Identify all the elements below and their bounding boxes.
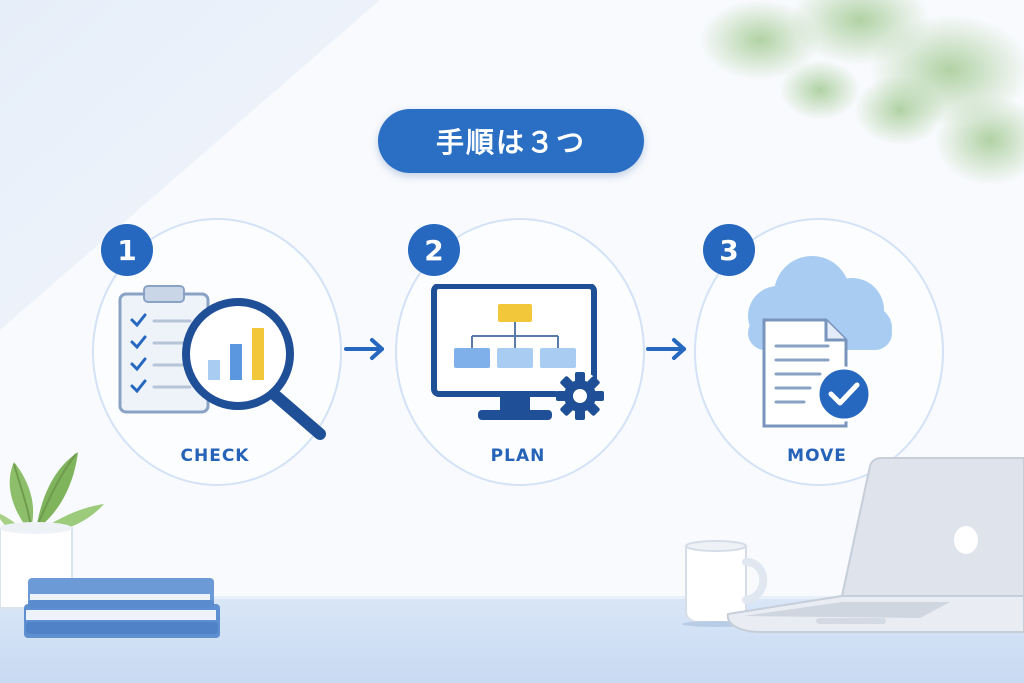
arrow-right-icon [344,338,384,360]
monitor-flowchart-gear-icon [431,284,604,420]
stacked-books-illustration [24,578,220,638]
step-number-badge: 1 [101,224,153,276]
step-number-badge: 3 [703,224,755,276]
cloud-document-check-icon [748,256,892,428]
title-text: 手順は３つ [435,126,586,159]
blurred-foliage [700,0,1024,185]
step-label-move: MOVE [787,446,847,466]
step-label-plan: PLAN [490,446,546,466]
clipboard-magnifier-chart-icon [118,285,326,440]
step-number-badge: 2 [408,224,460,276]
arrow-right-icon [646,338,686,360]
laptop-illustration [726,457,1024,633]
step-label-check: CHECK [180,446,250,466]
title-pill: 手順は３つ [378,109,644,173]
